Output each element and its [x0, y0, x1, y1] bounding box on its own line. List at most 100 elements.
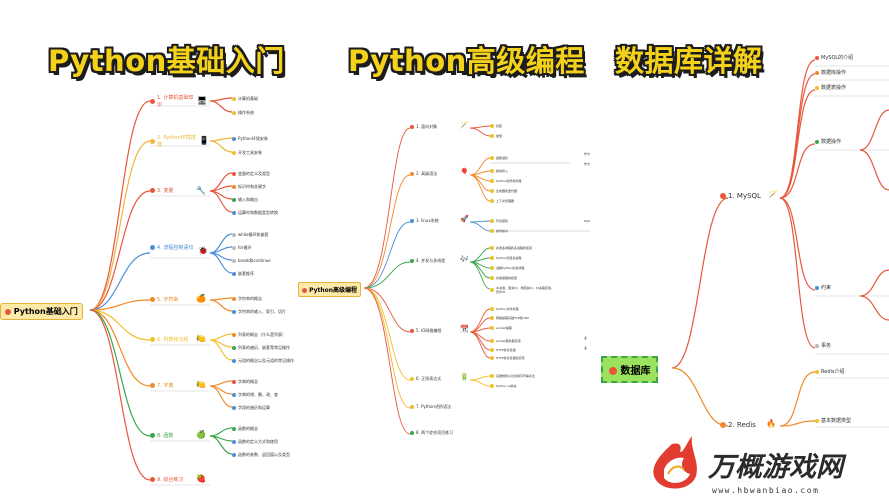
- right-leaf[interactable]: 事务: [815, 342, 831, 349]
- middle-leaf[interactable]: HTTP协议基础: [490, 348, 516, 352]
- left-leaf[interactable]: 字典的概念: [232, 379, 258, 385]
- middle-leaf[interactable]: socket服务器实现: [490, 339, 521, 343]
- watermark-text: 万概游戏网: [708, 452, 843, 483]
- left-root-label: Python基础入门: [13, 307, 78, 316]
- left-branch-9[interactable]: 9. 综合练习: [150, 476, 183, 483]
- left-leaf[interactable]: 开发工具安装: [232, 150, 262, 156]
- middle-leaf-extra: MyS: [584, 219, 591, 223]
- left-leaf[interactable]: Python环境安装: [232, 136, 268, 142]
- left-leaf[interactable]: 运算符和数据类型转换: [232, 210, 278, 216]
- middle-leaf[interactable]: 并发编程的模型: [490, 276, 517, 280]
- left-branch-2[interactable]: 2. Python环境搭建: [150, 134, 196, 148]
- root-marker-icon: [302, 288, 307, 293]
- left-leaf[interactable]: 字符串的输入、索引、切片: [232, 309, 286, 315]
- left-branch-6[interactable]: 6. 列表和元组: [150, 336, 188, 343]
- left-leaf[interactable]: break和continue: [232, 258, 271, 264]
- middle-leaf[interactable]: 操作指令: [490, 229, 508, 233]
- middle-leaf-extra: 作为: [584, 162, 591, 166]
- middle-branch-8[interactable]: 8. 两个综合项目练习: [410, 430, 453, 436]
- lemon-icon: 🍋: [196, 334, 206, 343]
- balloon-icon: 🎈: [460, 168, 469, 176]
- right-leaf[interactable]: 数据操作: [815, 138, 841, 145]
- computer-icon: 🖥: [197, 96, 208, 105]
- left-mindmap-root[interactable]: Python基础入门: [0, 303, 83, 320]
- orange-icon: 🍊: [196, 294, 206, 303]
- middle-branch-6[interactable]: 6. 正则表达式: [410, 376, 441, 382]
- middle-leaf[interactable]: Python创建多进程: [490, 256, 521, 260]
- middle-branch-1[interactable]: 1. 面向对象: [410, 124, 437, 130]
- middle-mindmap-root[interactable]: Python高级编程: [298, 282, 362, 297]
- middle-leaf[interactable]: 上下文管理器: [490, 199, 514, 203]
- left-leaf[interactable]: 函数的概念: [232, 426, 258, 432]
- middle-branch-4[interactable]: 4. 并发与多线程: [410, 258, 445, 264]
- middle-leaf[interactable]: 生成器和迭代器: [490, 189, 517, 193]
- left-leaf[interactable]: 函数的参数、返回值以及类型: [232, 452, 290, 458]
- middle-leaf[interactable]: 封装: [490, 124, 502, 128]
- wand-icon: 🪄: [460, 121, 469, 129]
- left-branch-5[interactable]: 5. 字符串: [150, 296, 178, 303]
- right-leaf[interactable]: 数据库操作: [815, 69, 846, 76]
- middle-leaf[interactable]: Python的异常处理: [490, 179, 521, 183]
- middle-leaf[interactable]: 类型: [490, 134, 502, 138]
- rocket-icon: 🚀: [460, 215, 469, 223]
- left-branch-1[interactable]: 1. 计算机基础知识: [150, 94, 196, 108]
- left-branch-label: 4. 流程控制语句: [157, 245, 194, 251]
- left-branch-label: 3. 变量: [157, 188, 174, 194]
- left-branch-8[interactable]: 8. 函数: [150, 432, 173, 439]
- middle-branch-3[interactable]: 3. linux系统: [410, 218, 439, 224]
- left-branch-7[interactable]: 7. 字典: [150, 382, 173, 389]
- middle-leaf[interactable]: IO并发、阻塞IO、非阻塞IO、IO多路复用、异步IO: [490, 286, 556, 294]
- left-branch-label: 1. 计算机基础知识: [157, 95, 194, 108]
- wand-icon: 🪄: [768, 190, 778, 199]
- right-leaf[interactable]: 约束: [815, 284, 831, 291]
- middle-leaf[interactable]: Python re模块: [490, 384, 516, 388]
- right-leaf[interactable]: 基本数据类型: [815, 417, 851, 424]
- left-leaf[interactable]: 字典的增、删、改、查: [232, 392, 278, 398]
- phone-icon: 📱: [199, 136, 209, 145]
- left-leaf[interactable]: 列表的概念（什么是列表）: [232, 332, 286, 338]
- middle-leaf[interactable]: 函数进阶: [490, 156, 508, 160]
- watermark-url: www.hbwanbiao.com: [712, 486, 820, 495]
- middle-leaf[interactable]: socket编程: [490, 326, 512, 330]
- left-leaf[interactable]: 变量的定义及类型: [232, 171, 270, 177]
- right-leaf[interactable]: Redis介绍: [815, 368, 845, 375]
- right-branch-mysql[interactable]: 1. MySQL: [720, 192, 761, 200]
- left-leaf[interactable]: 函数的定义方式和使用: [232, 439, 278, 445]
- middle-branch-7[interactable]: 7. Python进阶语法: [410, 404, 451, 410]
- middle-leaf-extra: 多: [584, 336, 588, 340]
- middle-branch-5[interactable]: 5. IO网络编程: [410, 328, 441, 334]
- left-leaf[interactable]: 列表的遍历、嵌套等常见操作: [232, 345, 290, 351]
- left-branch-label: 2. Python环境搭建: [157, 135, 196, 148]
- middle-leaf[interactable]: 基础规则以及常用字符串表达: [490, 374, 535, 378]
- middle-leaf[interactable]: HTTP协议基础和实现: [490, 356, 525, 360]
- left-leaf[interactable]: 计算机基础: [232, 96, 258, 102]
- right-branch-redis[interactable]: 2. Redis: [720, 421, 756, 429]
- left-leaf[interactable]: 嵌套推序: [232, 271, 254, 277]
- left-branch-label: 7. 字典: [157, 383, 174, 389]
- middle-leaf-extra: 多: [584, 346, 588, 350]
- left-branch-3[interactable]: 3. 变量: [150, 187, 173, 194]
- lemon-icon: 🍋: [196, 380, 206, 389]
- middle-leaf[interactable]: 网络编程基础TCP和UDP: [490, 316, 529, 320]
- middle-leaf[interactable]: 环境搭建: [490, 219, 508, 223]
- left-leaf[interactable]: 标识符和关键字: [232, 184, 266, 190]
- middle-leaf[interactable]: 并发多线程和多进程的区别: [490, 246, 532, 250]
- middle-leaf[interactable]: 模块导入: [490, 169, 508, 173]
- middle-branch-2[interactable]: 2. 高级语法: [410, 171, 437, 177]
- left-leaf[interactable]: 字段的遍历和运算: [232, 405, 270, 411]
- strawberry-icon: 🍓: [196, 474, 206, 483]
- left-leaf[interactable]: 操作系统: [232, 110, 254, 116]
- left-leaf[interactable]: for循环: [232, 245, 252, 251]
- right-leaf[interactable]: 数据表操作: [815, 84, 846, 91]
- left-leaf[interactable]: while循环和嵌套: [232, 232, 269, 238]
- middle-leaf[interactable]: Python文件处理: [490, 307, 518, 311]
- banner-right-title: 数据库详解: [615, 44, 763, 78]
- left-leaf[interactable]: 输入和输出: [232, 197, 258, 203]
- left-leaf[interactable]: 元组的概念以及元组的常见操作: [232, 358, 294, 364]
- right-mindmap-root[interactable]: 数据库: [601, 356, 659, 383]
- right-leaf[interactable]: MySQL的介绍: [815, 54, 853, 61]
- left-branch-4[interactable]: 4. 流程控制语句: [150, 244, 196, 251]
- left-leaf[interactable]: 字符串的概念: [232, 296, 262, 302]
- battery-icon: 🔋: [460, 373, 469, 381]
- middle-leaf[interactable]: 进程Python的多线程: [490, 266, 524, 270]
